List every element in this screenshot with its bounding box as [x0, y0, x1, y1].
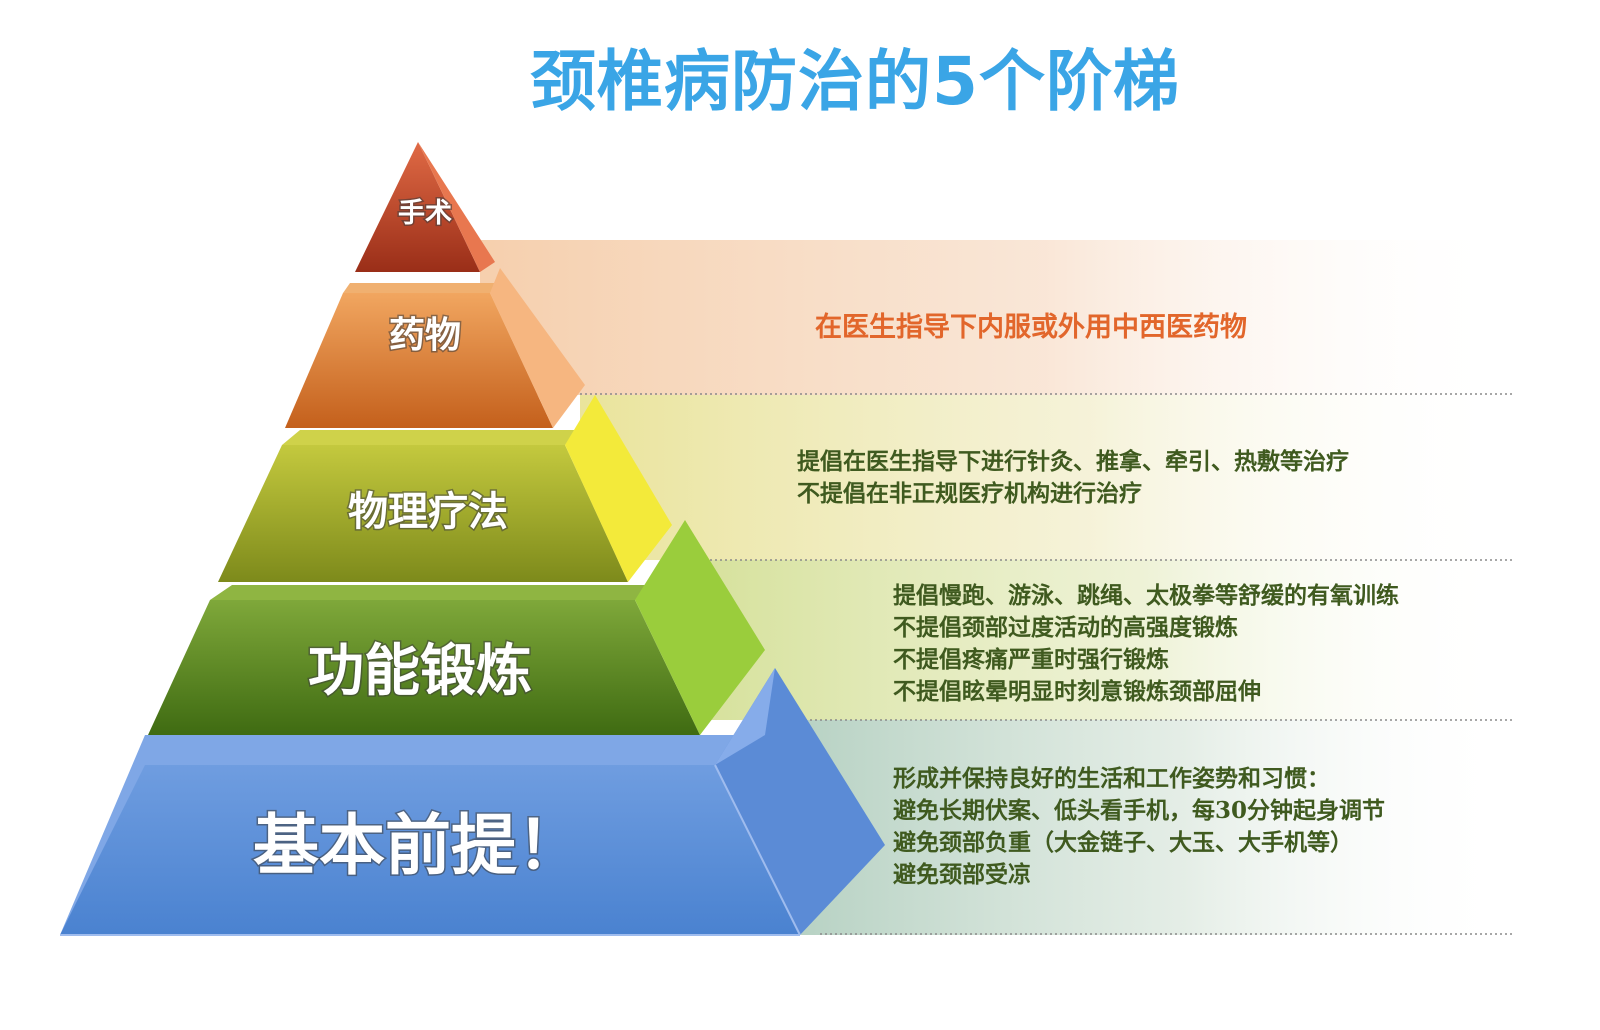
tier-label-exercise: 功能锻炼: [308, 638, 532, 704]
exercise-line-1: 提倡慢跑、游泳、跳绳、太极拳等舒缓的有氧训练: [893, 582, 1399, 609]
exercise-line-4: 不提倡眩晕明显时刻意锻炼颈部屈伸: [893, 678, 1261, 705]
band-foundation: [790, 720, 1510, 935]
foundation-line-4: 避免颈部受凉: [893, 861, 1031, 888]
physio-line-1: 提倡在医生指导下进行针灸、推拿、牵引、热敷等治疗: [797, 448, 1349, 475]
exercise-line-2: 不提倡颈部过度活动的高强度锻炼: [893, 614, 1238, 641]
band-exercise: [700, 560, 1510, 720]
tier-label-physio: 物理疗法: [348, 488, 508, 535]
physio-line-2: 不提倡在非正规医疗机构进行治疗: [797, 480, 1142, 507]
tier-medication: [285, 268, 585, 428]
tier-label-foundation: 基本前提！: [253, 806, 583, 884]
medication-description: 在医生指导下内服或外用中西医药物: [815, 312, 1247, 343]
page-title: 颈椎病防治的5个阶梯: [530, 43, 1180, 120]
foundation-line-3: 避免颈部负重（大金链子、大玉、大手机等）: [893, 829, 1353, 856]
band-medication: [480, 240, 1510, 395]
tier-label-surgery: 手术: [398, 198, 452, 229]
band-physio: [580, 395, 1510, 560]
tier-surgery: [355, 142, 495, 272]
tier-label-medication: 药物: [389, 314, 461, 356]
exercise-line-3: 不提倡疼痛严重时强行锻炼: [893, 646, 1169, 673]
tier-foundation: [60, 668, 885, 936]
tier-physio: [218, 395, 672, 582]
foundation-line-2: 避免长期伏案、低头看手机，每30分钟起身调节: [893, 797, 1385, 824]
foundation-line-1: 形成并保持良好的生活和工作姿势和习惯：: [893, 765, 1330, 792]
tier-exercise: [148, 520, 765, 735]
